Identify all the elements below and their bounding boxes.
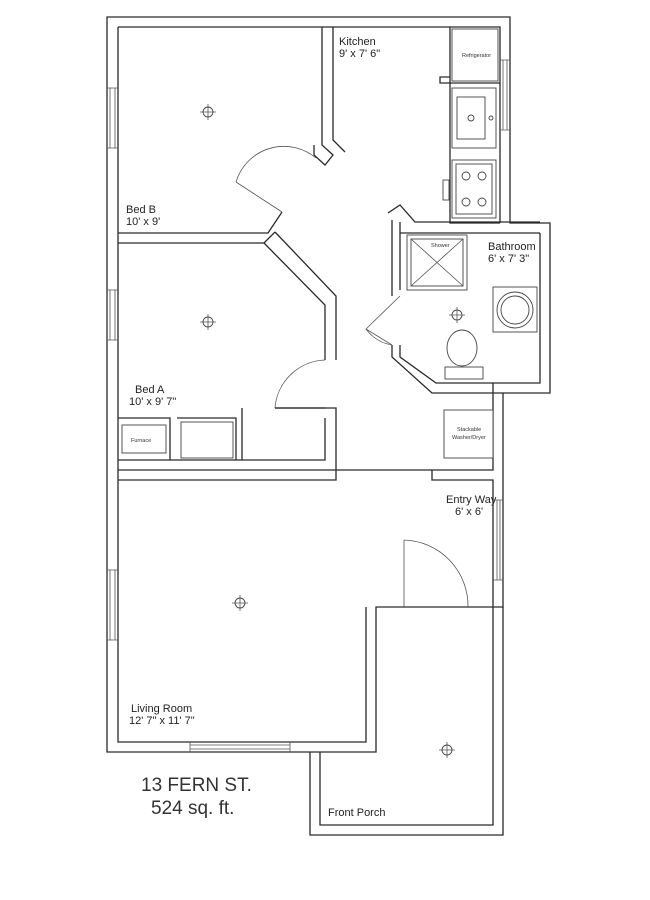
living-size: 12' 7" x 11' 7" <box>129 715 195 727</box>
kitchen-fixtures <box>442 28 499 219</box>
furnace-label: Furnace <box>131 438 151 444</box>
toilet <box>446 329 478 367</box>
refrigerator-label: Refrigerator <box>462 53 491 59</box>
entry-name: Entry Way <box>446 494 497 506</box>
light-icon <box>449 307 465 323</box>
shower-label: Shower <box>431 243 450 249</box>
living-entry-walls <box>118 469 504 836</box>
bathroom-fixtures <box>406 234 538 380</box>
bed-a-name: Bed A <box>135 384 165 396</box>
address-area: 524 sq. ft. <box>151 798 234 819</box>
washer-label-line1: Stackable <box>457 427 481 433</box>
light-icon <box>200 314 216 330</box>
bed-a-walls <box>118 231 337 471</box>
porch-name: Front Porch <box>328 807 385 819</box>
utility-fixtures <box>121 409 494 459</box>
light-icon <box>232 595 248 611</box>
entry-size: 6' x 6' <box>455 506 483 518</box>
bed-b-size: 10' x 9' <box>126 216 160 228</box>
light-icon <box>200 104 216 120</box>
windows <box>107 59 510 752</box>
kitchen-size: 9' x 7' 6" <box>339 48 380 60</box>
bathroom-name: Bathroom <box>488 241 536 253</box>
stackable-washer-dryer <box>443 409 494 459</box>
refrigerator <box>451 28 499 82</box>
bathroom-size: 6' x 7' 3" <box>488 253 529 265</box>
washer-label-line2: Washer/Dryer <box>452 435 486 441</box>
kitchen-name: Kitchen <box>339 36 376 48</box>
ceiling-lights <box>200 104 465 758</box>
light-icon <box>439 742 455 758</box>
bed-b-name: Bed B <box>126 204 156 216</box>
address-street: 13 FERN ST. <box>141 775 252 796</box>
living-name: Living Room <box>131 703 192 715</box>
bed-a-size: 10' x 9' 7" <box>129 396 176 408</box>
furnace <box>121 424 167 454</box>
kitchen-bath-walls <box>365 27 540 394</box>
